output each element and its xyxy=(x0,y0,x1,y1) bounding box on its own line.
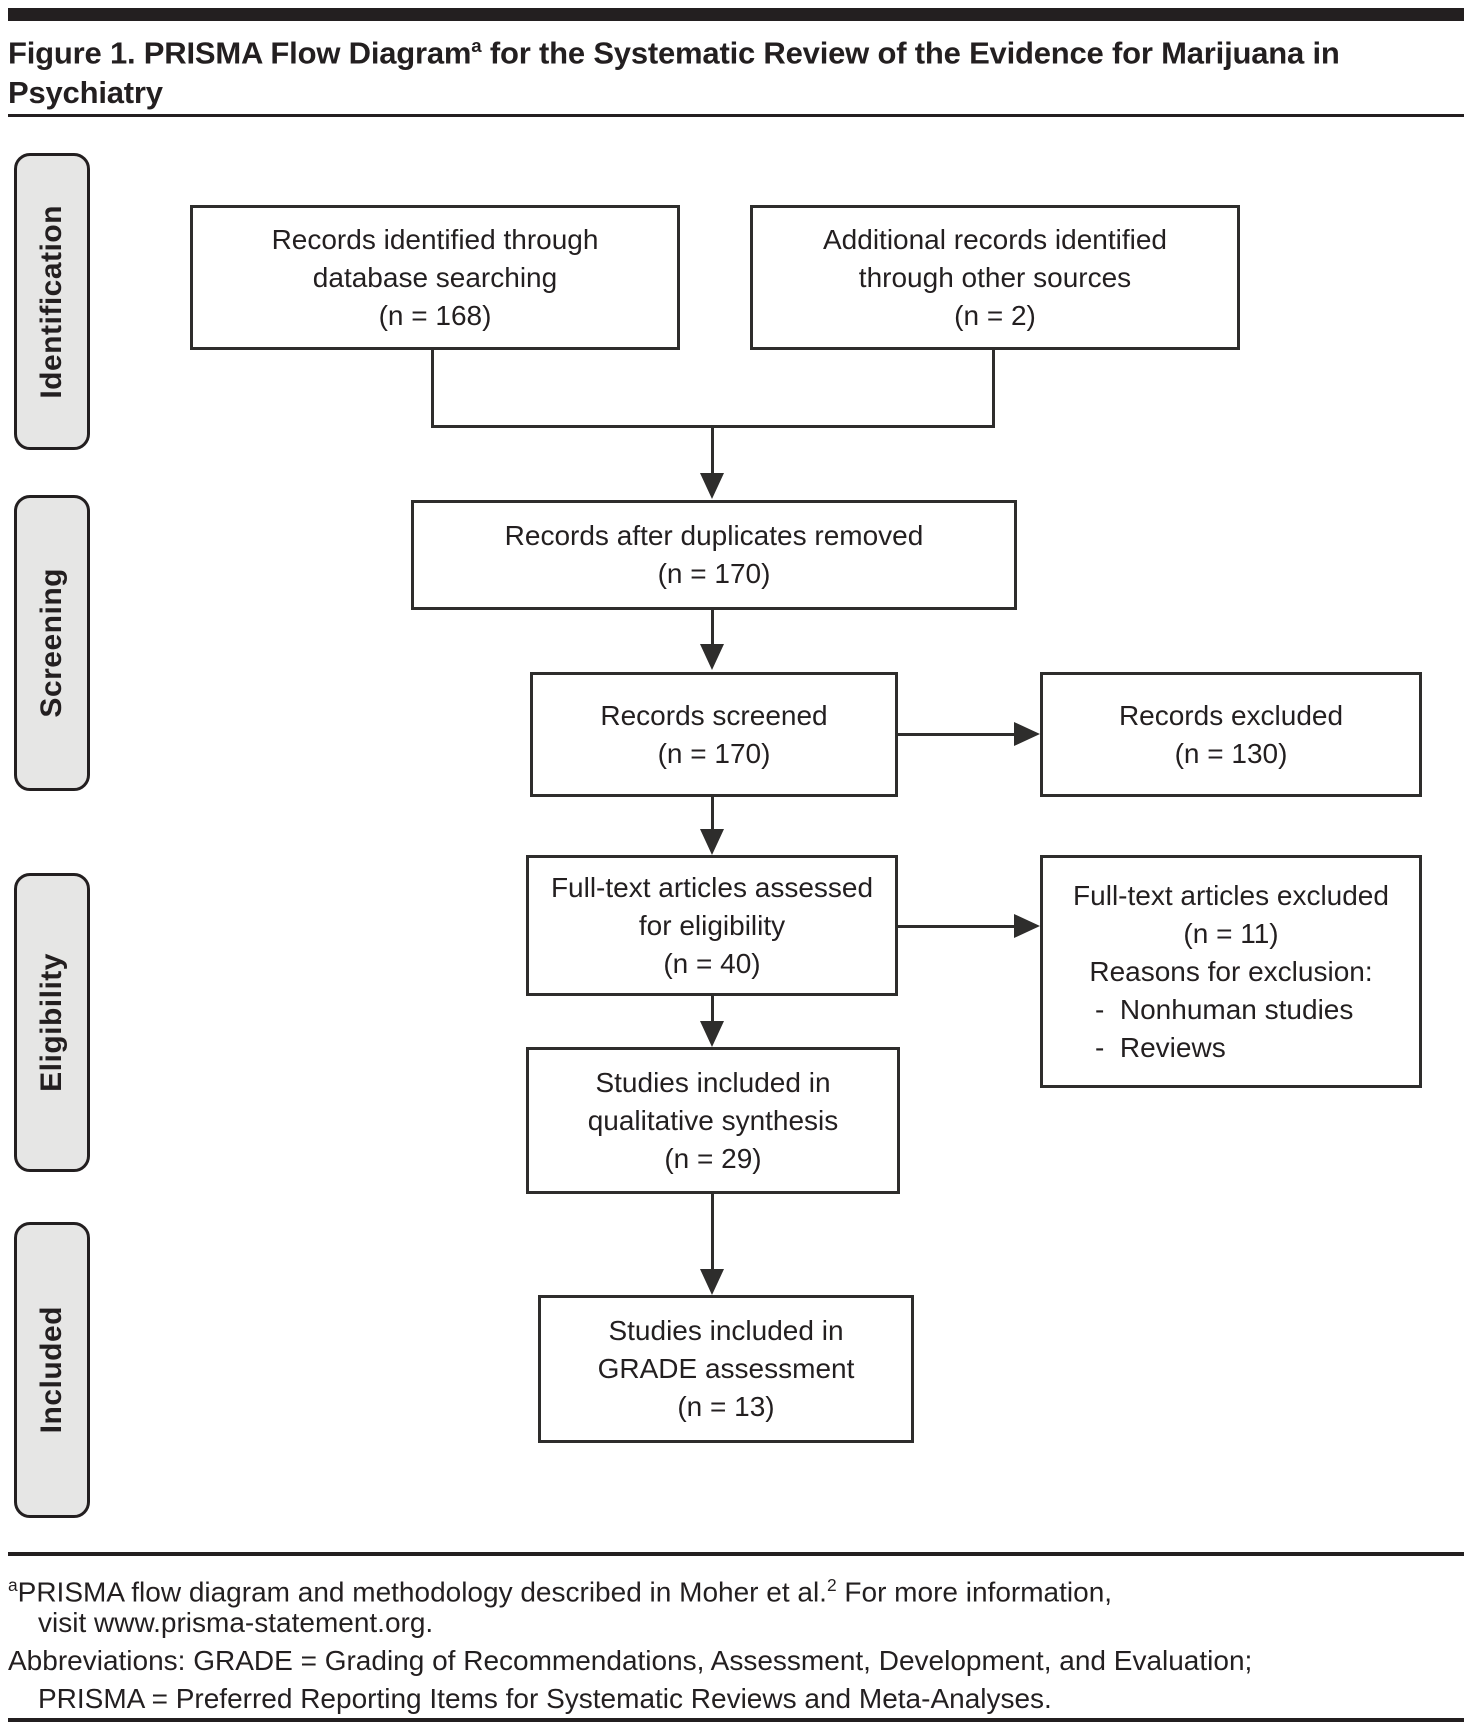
box-records-identified-line2: database searching xyxy=(312,261,558,293)
stage-label-identification: Identification xyxy=(14,153,90,450)
box-fulltext-excluded-reasons-heading: Reasons for exclusion: xyxy=(1089,955,1373,987)
box-qualitative-synthesis: Studies included in qualitative synthesi… xyxy=(526,1047,900,1194)
arrow-screened-to-fulltext-line xyxy=(711,797,714,831)
arrow-qualitative-to-grade-line xyxy=(711,1194,714,1271)
box-additional-records-line2: through other sources xyxy=(858,261,1132,293)
box-additional-records: Additional records identified through ot… xyxy=(750,205,1240,350)
footnote-line-1-text: PRISMA flow diagram and methodology desc… xyxy=(17,1576,827,1608)
title-rule xyxy=(8,114,1464,117)
stage-label-eligibility: Eligibility xyxy=(14,873,90,1172)
box-fulltext-assessed: Full-text articles assessed for eligibil… xyxy=(526,855,898,996)
box-additional-records-count: (n = 2) xyxy=(954,299,1036,331)
box-fulltext-excluded-line1: Full-text articles excluded xyxy=(1073,879,1389,911)
connector-left-drop xyxy=(431,350,434,428)
box-after-duplicates-line1: Records after duplicates removed xyxy=(504,520,924,551)
box-after-duplicates: Records after duplicates removed (n = 17… xyxy=(411,500,1017,610)
box-records-excluded-line1: Records excluded xyxy=(1118,699,1344,731)
stage-label-identification-text: Identification xyxy=(35,204,68,399)
box-additional-records-line1: Additional records identified xyxy=(823,223,1167,255)
connector-right-drop xyxy=(992,350,995,428)
arrow-duplicates-to-screened-head-icon xyxy=(700,644,724,670)
bottom-rule xyxy=(8,1718,1464,1722)
arrow-fulltext-to-excluded-head-icon xyxy=(1014,914,1040,938)
box-grade-assessment-count: (n = 13) xyxy=(677,1391,775,1422)
arrow-screened-to-fulltext-head-icon xyxy=(700,829,724,855)
footnote-line-3: Abbreviations: GRADE = Grading of Recomm… xyxy=(8,1645,1253,1676)
box-records-identified-count: (n = 168) xyxy=(378,299,492,331)
arrow-fulltext-to-excluded-line xyxy=(898,925,1016,928)
box-qualitative-synthesis-line2: qualitative synthesis xyxy=(587,1104,839,1136)
figure-title-text: Figure 1. PRISMA Flow Diagram xyxy=(8,35,472,71)
arrow-fulltext-to-qualitative-head-icon xyxy=(700,1021,724,1047)
box-qualitative-synthesis-count: (n = 29) xyxy=(664,1142,762,1174)
box-fulltext-assessed-line1: Full-text articles assessed xyxy=(550,871,874,903)
box-fulltext-assessed-count: (n = 40) xyxy=(663,947,761,979)
footnote-line-2: visit www.prisma-statement.org. xyxy=(38,1607,434,1638)
stage-label-screening-text: Screening xyxy=(35,568,68,718)
footnote-superscript-a: a xyxy=(8,1575,18,1595)
arrow-qualitative-to-grade-head-icon xyxy=(700,1269,724,1295)
arrow-screened-to-excluded-line xyxy=(898,733,1016,736)
footnote-superscript-2: 2 xyxy=(826,1575,837,1595)
stage-label-included: Included xyxy=(14,1222,90,1518)
box-fulltext-excluded-count: (n = 11) xyxy=(1183,917,1279,949)
box-records-screened: Records screened (n = 170) xyxy=(530,672,898,797)
arrow-merge-line xyxy=(711,425,714,475)
box-records-excluded: Records excluded (n = 130) xyxy=(1040,672,1422,797)
arrow-screened-to-excluded-head-icon xyxy=(1014,722,1040,746)
figure-title-rest: for the Systematic Review of the Evidenc… xyxy=(8,35,1340,111)
stage-label-eligibility-text: Eligibility xyxy=(35,953,68,1092)
box-records-screened-count: (n = 170) xyxy=(657,737,771,769)
box-records-excluded-count: (n = 130) xyxy=(1174,737,1288,769)
box-records-screened-line1: Records screened xyxy=(600,699,828,731)
box-records-identified-line1: Records identified through xyxy=(271,223,599,255)
box-after-duplicates-count: (n = 170) xyxy=(657,558,771,589)
arrow-fulltext-to-qualitative-line xyxy=(711,996,714,1023)
footnote-line-1-cont: For more information, xyxy=(836,1576,1113,1608)
box-fulltext-excluded: Full-text articles excluded (n = 11) Rea… xyxy=(1040,855,1422,1088)
box-grade-assessment-line1: Studies included in xyxy=(608,1315,844,1346)
footnote-top-rule xyxy=(8,1552,1464,1556)
stage-label-screening: Screening xyxy=(14,495,90,791)
stage-label-included-text: Included xyxy=(35,1306,68,1434)
box-grade-assessment-line2: GRADE assessment xyxy=(597,1353,855,1384)
box-fulltext-assessed-line2: for eligibility xyxy=(638,909,786,941)
top-rule xyxy=(8,8,1464,21)
footnote-line-4: PRISMA = Preferred Reporting Items for S… xyxy=(38,1683,1052,1714)
box-fulltext-excluded-reason-1: - Nonhuman studies xyxy=(1095,993,1354,1025)
arrow-merge-head-icon xyxy=(700,473,724,499)
box-qualitative-synthesis-line1: Studies included in xyxy=(595,1066,831,1098)
footnote-line-1: aPRISMA flow diagram and methodology des… xyxy=(8,1566,1112,1611)
box-fulltext-excluded-reason-2: - Reviews xyxy=(1095,1031,1226,1063)
box-grade-assessment: Studies included in GRADE assessment (n … xyxy=(538,1295,914,1443)
figure-title: Figure 1. PRISMA Flow Diagrama for the S… xyxy=(8,26,1464,113)
figure-title-superscript: a xyxy=(471,35,482,56)
box-records-identified: Records identified through database sear… xyxy=(190,205,680,350)
arrow-duplicates-to-screened-line xyxy=(711,610,714,646)
